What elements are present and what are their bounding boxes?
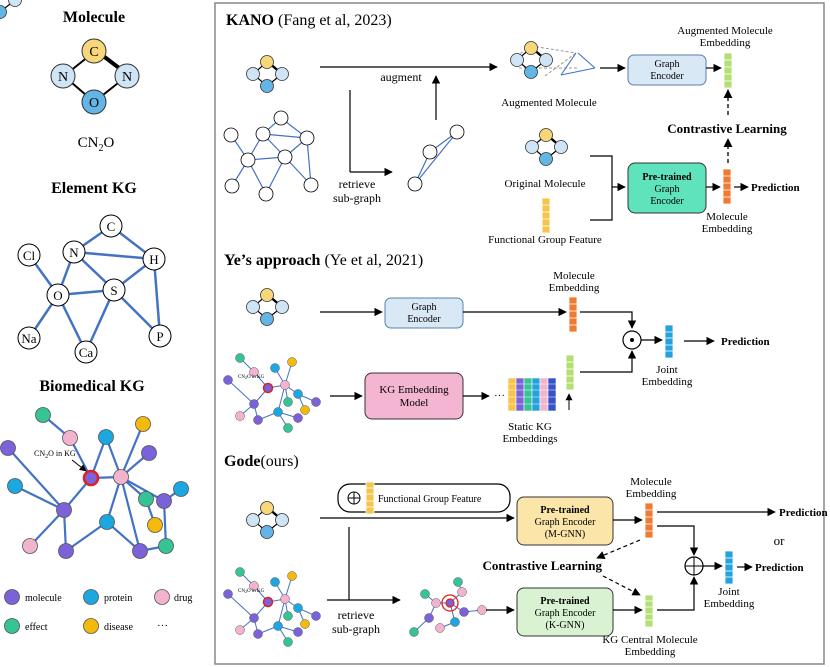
ye-graph-encoder <box>384 297 464 329</box>
kano-molecule-embedding-vector <box>722 168 732 205</box>
ye-joint-embedding-vector <box>664 324 674 359</box>
ye-title: Ye’s approach (Ye et al, 2021) <box>224 252 423 269</box>
left-column: Molecule C N N O CN2O Element KG <box>0 9 192 634</box>
atom-c: C <box>89 45 98 60</box>
biomedical-kg-title: Biomedical KG <box>39 378 145 395</box>
gode-title: Gode(ours) <box>224 453 299 470</box>
gode-or: or <box>774 533 786 548</box>
augmented-molecule-icon <box>509 40 596 80</box>
legend-swatch-effect <box>4 618 20 634</box>
ekg-na: Na <box>21 331 36 346</box>
gode-molecule-embedding-vector <box>644 502 654 539</box>
kg-node-label: CN2O in KG <box>34 449 76 460</box>
legend-more: ··· <box>157 620 168 632</box>
legend-molecule: molecule <box>25 593 62 604</box>
kano-graph-encoder <box>627 54 707 86</box>
functional-group-bracket <box>337 483 511 513</box>
kano-original-molecule: Original Molecule <box>505 178 586 190</box>
ekg-c: C <box>107 219 116 234</box>
kano-contrastive: Contrastive Learning <box>667 121 787 136</box>
atom-n1: N <box>58 70 68 85</box>
legend-swatch-molecule <box>4 589 20 605</box>
molecule-title: Molecule <box>63 9 125 26</box>
atom-o: O <box>89 96 99 111</box>
ye-prediction: Prediction <box>721 336 770 348</box>
legend-effect: effect <box>25 622 48 633</box>
legend-swatch-protein <box>83 589 99 605</box>
ye-molecule-embedding-vector <box>568 296 578 333</box>
molecule-example: C N N O <box>50 38 140 115</box>
gode-kg-central-vector <box>644 594 654 628</box>
kano-element-subgraph <box>223 110 319 202</box>
ye-kg-embedding-model <box>364 372 464 420</box>
gode-section: Gode(ours) Functional Group Feature Pre-… <box>223 453 828 658</box>
ekg-h: H <box>149 252 158 267</box>
small-molecule-icon <box>0 0 22 19</box>
legend-drug: drug <box>174 593 192 604</box>
kano-title: KANO (Fang et al, 2023) <box>226 12 392 29</box>
ekg-o: O <box>53 288 62 303</box>
gode-kg-node-label: CN2O in KG <box>238 589 265 594</box>
functional-group-vector <box>541 197 551 234</box>
ekg-cl: Cl <box>23 248 36 263</box>
kano-prediction: Prediction <box>751 182 800 194</box>
ye-ellipsis: ··· <box>494 390 505 402</box>
kg-legend: molecule protein drug effect disease ··· <box>4 589 192 634</box>
element-kg-title: Element KG <box>51 180 137 197</box>
kano-section: KANO (Fang et al, 2023) augment retrieve… <box>223 12 800 246</box>
legend-disease: disease <box>104 622 133 633</box>
atom-n2: N <box>122 70 132 85</box>
legend-protein: protein <box>104 593 132 604</box>
augmented-embedding-vector <box>723 52 733 89</box>
gode-functional-group: Functional Group Feature <box>378 494 482 505</box>
ye-kg-node-label: CN2O in KG <box>238 375 265 380</box>
gode-functional-group-vector <box>365 481 375 515</box>
kano-functional-group: Functional Group Feature <box>488 234 602 246</box>
kano-augment: augment <box>380 70 422 84</box>
methods-panel <box>214 2 825 665</box>
kano-retrieved-subgraph <box>407 124 465 192</box>
ekg-s: S <box>110 283 117 298</box>
molecule-formula: CN2O <box>78 135 115 154</box>
ekg-p: P <box>156 329 163 344</box>
kano-augmented-molecule: Augmented Molecule <box>501 97 597 109</box>
kano-pretrained-encoder <box>627 162 707 214</box>
gode-prediction-1: Prediction <box>779 507 828 519</box>
ye-biomedical-kg: CN2O in KG <box>223 353 321 433</box>
kgnn-encoder <box>516 587 614 637</box>
biomedical-kg-nodes <box>0 407 189 559</box>
legend-swatch-disease <box>83 618 99 634</box>
element-kg-nodes <box>17 214 172 364</box>
gode-contrastive: Contrastive Learning <box>482 558 602 573</box>
mgnn-encoder <box>516 496 614 546</box>
ekg-n: N <box>69 245 79 260</box>
gode-joint-embedding-vector <box>724 550 734 585</box>
gode-prediction-2: Prediction <box>755 562 804 574</box>
gode-biomedical-kg: CN2O in KG <box>223 567 321 647</box>
legend-swatch-drug <box>154 589 170 605</box>
gode-retrieved-subgraph <box>409 577 487 637</box>
static-kg-column-highlight <box>565 354 575 391</box>
ekg-ca: Ca <box>79 345 94 360</box>
static-kg-embedding-matrix <box>507 377 557 412</box>
